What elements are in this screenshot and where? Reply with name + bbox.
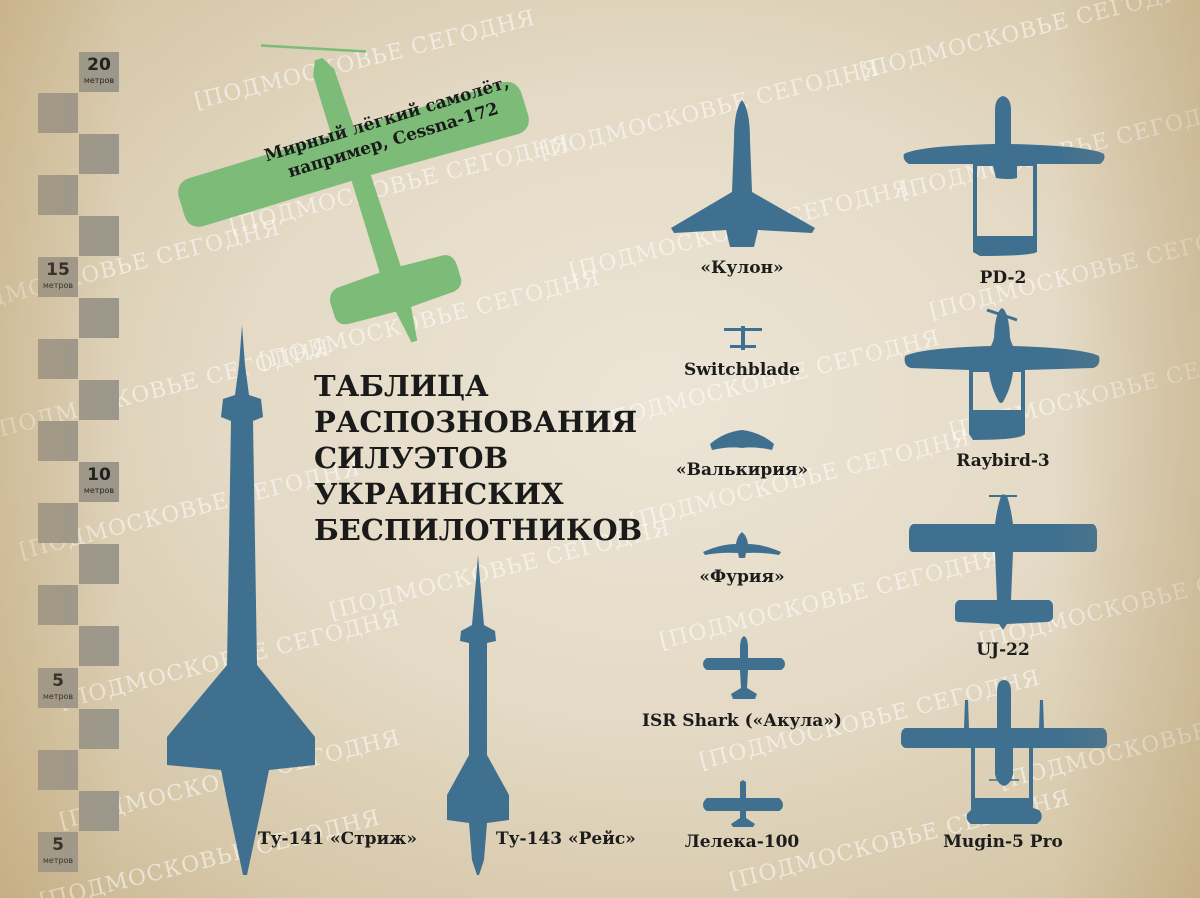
scale-square xyxy=(79,544,119,584)
scale-unit: метров xyxy=(42,281,74,290)
scale-value: 5 xyxy=(52,671,64,691)
switchblade-label: Switchblade xyxy=(684,360,800,380)
uj22-silhouette-icon xyxy=(909,494,1097,630)
scale-square xyxy=(38,503,78,543)
leleka-label: Лелека-100 xyxy=(684,832,800,852)
scale-square xyxy=(79,380,119,420)
scale-square xyxy=(79,709,119,749)
scale-value: 10 xyxy=(87,465,111,485)
pd2-label: PD-2 xyxy=(979,268,1027,288)
pd2-silhouette-icon xyxy=(903,96,1105,256)
uj22-label: UJ-22 xyxy=(976,640,1030,660)
title-line: РАСПОЗНОВАНИЯ xyxy=(314,405,638,439)
scale-mark-5-bottom: 5 метров xyxy=(38,832,78,872)
tu141-silhouette-icon xyxy=(167,325,315,875)
scale-mark-20: 20 метров xyxy=(79,52,119,92)
scale-square xyxy=(79,216,119,256)
tu143-label: Ту-143 «Рейс» xyxy=(496,829,636,849)
page-title: ТАБЛИЦА РАСПОЗНОВАНИЯ СИЛУЭТОВ УКРАИНСКИ… xyxy=(314,368,642,548)
leleka-silhouette-icon xyxy=(703,780,783,827)
watermark: [ПОДМОСКОВЬЕ СЕГОДНЯ xyxy=(596,325,944,435)
kulon-label: «Кулон» xyxy=(700,258,784,278)
valkyria-silhouette-icon xyxy=(710,430,774,450)
scale-value: 5 xyxy=(52,835,64,855)
valkyria-label: «Валькирия» xyxy=(675,460,809,480)
scale-value: 15 xyxy=(46,260,70,280)
scale-square xyxy=(79,298,119,338)
scale-square xyxy=(79,626,119,666)
scale-square xyxy=(38,421,78,461)
title-line: УКРАИНСКИХ xyxy=(314,477,564,511)
mugin-silhouette-icon xyxy=(901,680,1107,824)
scale-unit: метров xyxy=(83,486,115,495)
title-line: СИЛУЭТОВ xyxy=(314,441,509,475)
scale-unit: метров xyxy=(83,76,115,85)
kulon-silhouette-icon xyxy=(671,100,815,247)
scale-square xyxy=(38,750,78,790)
scale-square xyxy=(38,585,78,625)
title-line: ТАБЛИЦА xyxy=(314,369,489,403)
scale-square xyxy=(38,93,78,133)
isr-shark-label: ISR Shark («Акула») xyxy=(642,711,842,731)
scale-square xyxy=(38,339,78,379)
switchblade-silhouette-icon xyxy=(724,326,762,350)
scale-unit: метров xyxy=(42,856,74,865)
scale-value: 20 xyxy=(87,55,111,75)
tu141-label: Ту-141 «Стриж» xyxy=(258,829,417,849)
scale-unit: метров xyxy=(42,692,74,701)
watermark: [ПОДМОСКОВЬЕ СЕГОДНЯ xyxy=(856,0,1200,85)
tu143-silhouette-icon xyxy=(447,555,509,875)
scale-mark-15: 15 метров xyxy=(38,257,78,297)
cessna-silhouette-icon xyxy=(178,44,529,343)
furia-silhouette-icon xyxy=(703,532,781,558)
raybird-label: Raybird-3 xyxy=(956,451,1050,471)
scale-square xyxy=(79,791,119,831)
raybird-silhouette-icon xyxy=(904,308,1100,440)
scale-mark-10: 10 метров xyxy=(79,462,119,502)
scale-square xyxy=(38,175,78,215)
title-line: БЕСПИЛОТНИКОВ xyxy=(314,513,643,547)
scale-mark-5: 5 метров xyxy=(38,668,78,708)
mugin-label: Mugin-5 Pro xyxy=(943,832,1063,852)
scale-square xyxy=(79,134,119,174)
furia-label: «Фурия» xyxy=(699,567,785,587)
isr-shark-silhouette-icon xyxy=(703,636,785,699)
